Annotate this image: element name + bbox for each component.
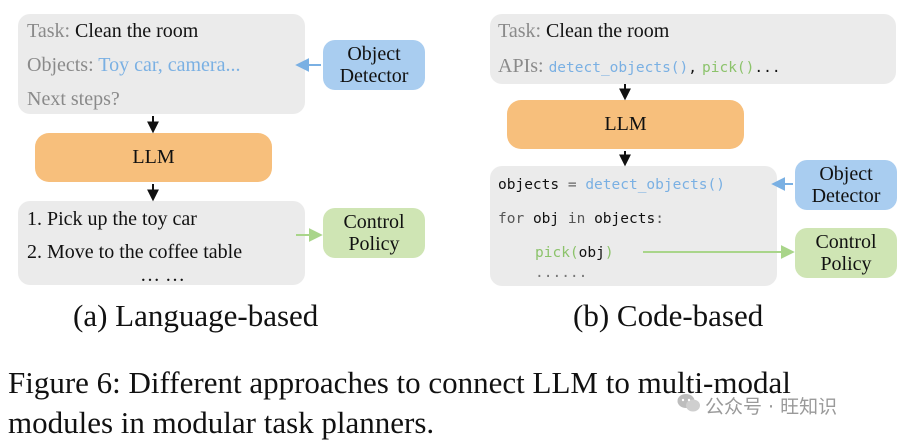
code-eq: = (567, 177, 577, 193)
panel-a-task-value: Clean the room (75, 20, 199, 42)
code-objects-var: objects (498, 177, 560, 193)
panel-b-code-line3: pick(obj) (535, 240, 614, 266)
panel-a-ellipsis: … … (140, 264, 185, 286)
panel-b-object-detector: Object Detector (795, 160, 897, 210)
panel-b-code-line2: for obj in objects: (498, 206, 664, 232)
panel-b-task-label: Task: (498, 20, 542, 42)
code-iter-var: objects (594, 211, 656, 227)
panel-a-llm-label: LLM (132, 146, 175, 168)
panel-b-policy-line2: Policy (820, 253, 872, 275)
panel-b-policy-line1: Control (815, 231, 877, 253)
code-pick-call: pick( (535, 245, 579, 261)
panel-a-policy-line1: Control (343, 211, 405, 233)
figure-caption-line1: Figure 6: Different approaches to connec… (8, 365, 791, 400)
panel-b-code-box (490, 166, 777, 286)
panel-b-task-value: Clean the room (546, 20, 670, 42)
panel-a-input-box (18, 14, 305, 114)
code-ellipsis: ...... (535, 265, 588, 281)
panel-a-task-line: Task: Clean the room (27, 18, 198, 44)
code-for-keyword: for (498, 211, 525, 227)
code-colon: : (655, 211, 664, 227)
code-in-keyword: in (567, 211, 586, 227)
panel-a-objects-line: Objects: Toy car, camera... (27, 52, 240, 78)
watermark-text: 公众号 · 旺知识 (705, 396, 838, 418)
panel-a-next-steps: Next steps? (27, 88, 120, 110)
panel-b-control-policy: Control Policy (795, 228, 897, 278)
panel-a-objects-value: Toy car, camera... (98, 54, 241, 76)
figure-caption-line2: modules in modular task planners. (8, 405, 435, 440)
panel-a-output-box (18, 201, 305, 285)
panel-b-detector-line2: Detector (811, 185, 881, 207)
panel-a-control-policy: Control Policy (323, 208, 425, 258)
panel-b-api-tail: ... (754, 60, 781, 76)
code-detect-call: detect_objects() (585, 177, 725, 193)
panel-b-task-line: Task: Clean the room (498, 18, 669, 44)
panel-a-step2: 2. Move to the coffee table (27, 241, 243, 263)
panel-b-code-line1: objects = detect_objects() (498, 172, 725, 198)
panel-a-task-label: Task: (27, 20, 71, 42)
panel-a-step1: 1. Pick up the toy car (27, 208, 197, 230)
panel-b-caption: (b) Code-based (573, 298, 764, 333)
code-obj-var: obj (532, 211, 560, 227)
panel-a-detector-line2: Detector (339, 65, 409, 87)
panel-a-objects-label: Objects: (27, 54, 94, 76)
panel-b-llm-label: LLM (604, 113, 647, 135)
panel-a-object-detector: Object Detector (323, 40, 425, 90)
panel-b-apis-label: APIs: (498, 55, 544, 77)
panel-b-api-pick: pick() (702, 60, 755, 76)
code-pick-close: ) (604, 245, 614, 261)
panel-b-llm-box: LLM (507, 100, 744, 149)
panel-b-input-box (490, 14, 896, 84)
panel-a-llm-box: LLM (35, 133, 272, 182)
panel-b-apis-line: APIs: detect_objects(), pick()... (498, 53, 781, 81)
code-pick-arg: obj (578, 245, 605, 261)
wechat-icon (677, 393, 701, 413)
panel-b-detector-line1: Object (819, 163, 873, 185)
panel-b-api-sep: , (688, 60, 697, 76)
panel-b-api-detect: detect_objects() (548, 60, 689, 76)
panel-a-policy-line2: Policy (348, 233, 400, 255)
panel-a-caption: (a) Language-based (73, 298, 319, 333)
panel-a-detector-line1: Object (347, 43, 401, 65)
